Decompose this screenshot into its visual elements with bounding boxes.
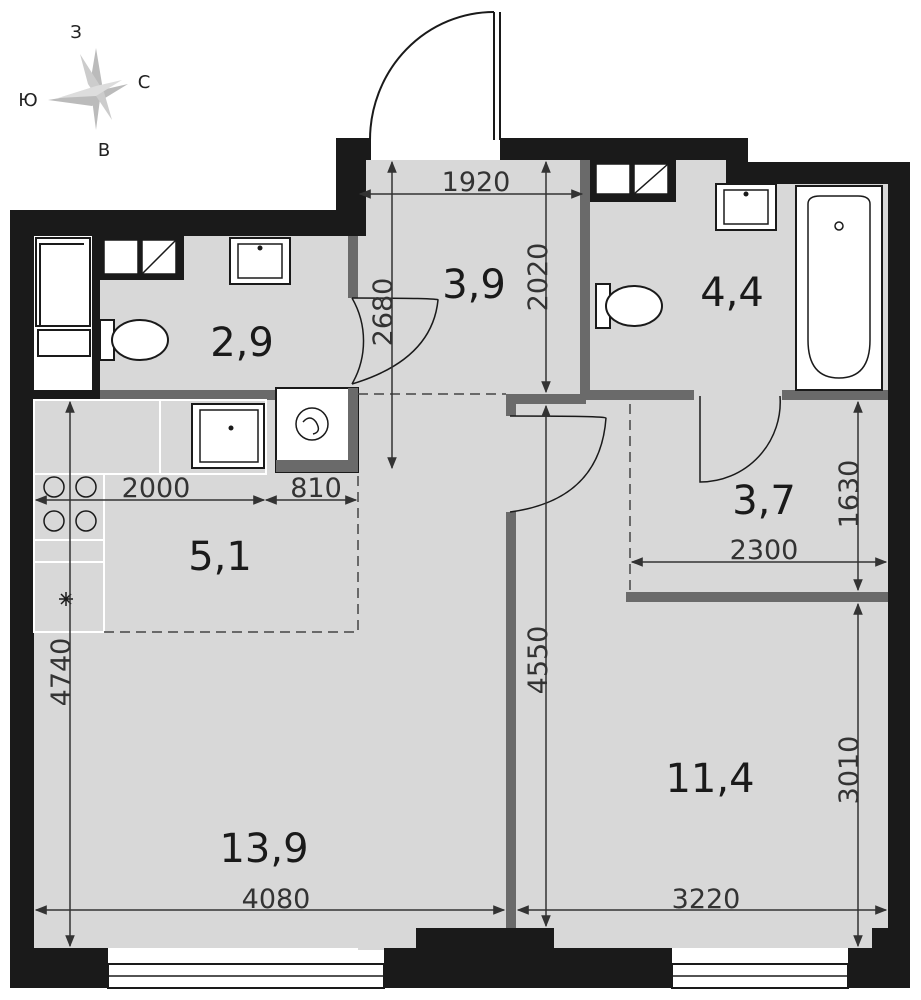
- area-living-room: 13,9: [219, 826, 308, 872]
- dim-kitchen-gap: 810: [290, 473, 342, 504]
- right-bathroom: [580, 160, 888, 483]
- dim-hall-width: 1920: [442, 167, 511, 198]
- interior-partitions: [506, 394, 888, 928]
- exterior-walls: [10, 138, 910, 988]
- dim-corridor-height: 1630: [834, 460, 865, 529]
- entrance-door: [369, 11, 501, 160]
- compass-east-label: С: [138, 72, 151, 93]
- dim-living-height: 4740: [46, 638, 77, 707]
- left-bathroom: [34, 236, 439, 400]
- dimension-lines: [34, 160, 888, 948]
- area-bathroom-right: 4,4: [700, 270, 764, 316]
- dim-kitchen-run: 2000: [122, 473, 191, 504]
- dim-living-width: 4080: [242, 884, 311, 915]
- compass-north-label: З: [70, 22, 82, 43]
- area-kitchen: 5,1: [188, 534, 252, 580]
- dim-corridor-width: 2300: [730, 535, 799, 566]
- dim-bedroom-width: 3220: [672, 884, 741, 915]
- area-corridor: 3,7: [732, 478, 796, 524]
- area-bedroom: 11,4: [665, 756, 754, 802]
- area-hallway: 3,9: [442, 262, 506, 308]
- dim-hall-depth: 2680: [368, 278, 399, 347]
- compass-west-label: Ю: [18, 90, 37, 111]
- compass-south-label: В: [98, 140, 110, 161]
- dim-hall-length: 2020: [523, 243, 554, 312]
- dim-partition-length: 4550: [523, 626, 554, 695]
- windows: [107, 963, 849, 989]
- dim-bedroom-height: 3010: [834, 736, 865, 805]
- compass-rose: [48, 48, 128, 130]
- area-bathroom-left: 2,9: [210, 320, 274, 366]
